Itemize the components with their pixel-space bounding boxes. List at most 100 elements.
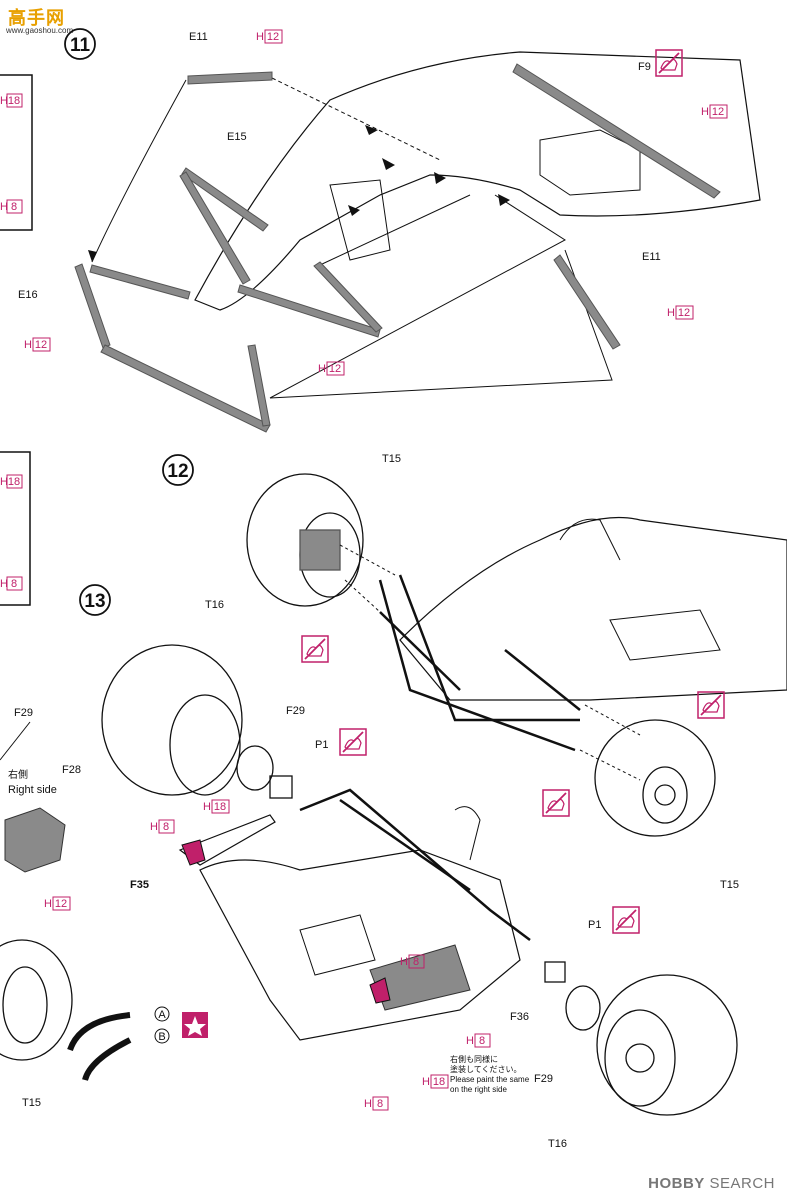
label-e16: E16 (18, 289, 38, 301)
color-h18-d-letter: H (422, 1076, 430, 1088)
color-h8-f-num: 8 (413, 956, 419, 968)
color-h12-e-num: 12 (329, 363, 341, 375)
strut-parts (74, 63, 721, 433)
label-e15: E15 (227, 131, 247, 143)
color-h12-c-letter: H (667, 307, 675, 319)
strut-vert (247, 344, 271, 427)
color-h12-c-num: 12 (678, 307, 690, 319)
step-11-number: 11 (70, 35, 91, 56)
ring-b (82, 1037, 132, 1081)
color-h12-f-letter: H (44, 898, 52, 910)
label-f29-mid: F29 (286, 705, 305, 717)
label-f29-left: F29 (14, 707, 33, 719)
watermark-suffix: SEARCH (709, 1175, 775, 1192)
mount-bracket (329, 179, 391, 261)
reference-box-middle (0, 451, 31, 606)
step-13: 13 T16 F29 P1 F29 右側 Right side F28 H 12… (0, 584, 738, 1150)
step-11: 11 (0, 28, 761, 606)
radiator-pod (539, 129, 641, 196)
label-t15-top: T15 (382, 453, 401, 465)
no-paint-icon (339, 728, 367, 756)
no-paint-icon (655, 49, 683, 77)
tyre-t16-rear-left (101, 644, 243, 796)
color-h8-e-letter: H (364, 1098, 372, 1110)
label-f36: F36 (510, 1011, 529, 1023)
color-h8-d-letter: H (466, 1035, 474, 1047)
strut-e15-b (179, 171, 251, 285)
color-h8-a-num: 8 (11, 201, 17, 213)
watermark-title: 高手网 (8, 8, 65, 28)
color-h12-d-letter: H (24, 339, 32, 351)
step-12: 12 T15 T15 (162, 453, 787, 891)
star-icon (184, 1016, 206, 1036)
spacer-p1-right (544, 961, 566, 983)
color-h18-a-num: 18 (8, 95, 20, 107)
car-body-front (399, 516, 787, 701)
color-h18-b-letter: H (0, 476, 8, 488)
color-h8-c-num: 8 (163, 821, 169, 833)
label-p1-right: P1 (588, 919, 601, 931)
label-p1-mid: P1 (315, 739, 328, 751)
no-paint-icon (542, 789, 570, 817)
color-h8-e-num: 8 (377, 1098, 383, 1110)
no-paint-icon (301, 635, 329, 663)
label-f35: F35 (130, 879, 149, 891)
color-h12-e-letter: H (318, 363, 326, 375)
label-t15-right: T15 (720, 879, 739, 891)
note-jp-1: 右側も同様に (450, 1054, 498, 1064)
reference-box-top (0, 74, 33, 231)
color-h8-b-num: 8 (11, 578, 17, 590)
rear-body (199, 849, 521, 1041)
spacer-p1-left (269, 775, 293, 799)
color-h18-b-num: 18 (8, 476, 20, 488)
label-t16-top: T16 (205, 599, 224, 611)
label-f29-right: F29 (534, 1073, 553, 1085)
color-h18-a-letter: H (0, 95, 8, 107)
color-h8-b-letter: H (0, 578, 8, 590)
note-en-1: Please paint the same (450, 1075, 530, 1084)
option-b: B (158, 1031, 165, 1043)
watermark-url: www.gaoshou.com (6, 26, 74, 35)
step-13-number: 13 (84, 591, 105, 612)
color-h8-a-letter: H (0, 201, 8, 213)
label-t15-bottom: T15 (22, 1097, 41, 1109)
color-h12-a-letter: H (256, 31, 264, 43)
right-side-jp: 右側 (8, 768, 28, 781)
strut-f9 (512, 63, 721, 199)
strut-diag (313, 261, 383, 333)
strut-lower (100, 344, 271, 433)
tyre-t15-bottom-left (0, 939, 73, 1061)
color-h8-f-letter: H (400, 956, 408, 968)
tyre-t15-front-right (594, 719, 716, 837)
color-h18-d-num: 18 (433, 1076, 445, 1088)
note-en-2: on the right side (450, 1085, 507, 1094)
ring-a (67, 1012, 131, 1052)
color-h12-a-num: 12 (267, 31, 279, 43)
strut-mid (237, 284, 381, 338)
no-paint-icon (697, 691, 725, 719)
color-h12-f-num: 12 (55, 898, 67, 910)
right-side-en: Right side (8, 784, 57, 796)
front-suspension (378, 574, 581, 752)
no-paint-icon (612, 906, 640, 934)
tyre-t16-rear-right (596, 974, 738, 1116)
color-h18-c-num: 18 (214, 801, 226, 813)
strut-e11-top (187, 71, 273, 85)
color-h12-d-num: 12 (35, 339, 47, 351)
strut-e15-a (181, 167, 269, 232)
strut-e16-a (89, 264, 191, 300)
color-h18-c-letter: H (203, 801, 211, 813)
part-f28 (4, 807, 66, 873)
part-f36-painted (369, 977, 391, 1004)
label-e11-right: E11 (642, 251, 661, 263)
watermark-logo-top: 高手网 www.gaoshou.com (4, 4, 74, 38)
label-f9: F9 (638, 61, 651, 73)
color-h8-d-num: 8 (479, 1035, 485, 1047)
tyre-t15-front-left (246, 473, 364, 607)
step-12-number: 12 (167, 461, 188, 482)
color-h12-b-letter: H (701, 106, 709, 118)
color-h12-b-num: 12 (712, 106, 724, 118)
watermark-brand: HOBBY (648, 1175, 705, 1192)
option-a: A (158, 1009, 166, 1021)
